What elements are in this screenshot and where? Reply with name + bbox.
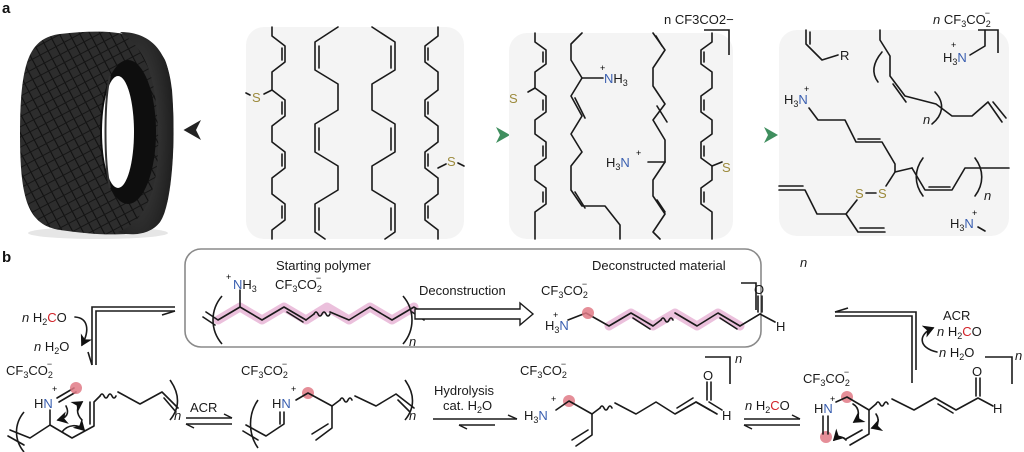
left-equilibrium: n H2CO n H2O [22, 306, 176, 366]
formaldehyde-equilibrium-arrow [743, 414, 801, 430]
counterion-label: CF3CO2− [6, 359, 53, 380]
sulfur-label: S [855, 186, 864, 201]
starting-polymer-title: Starting polymer [276, 258, 371, 273]
acr-equilibrium-arrow [185, 413, 233, 429]
hydrolysis-label: Hydrolysis [434, 383, 494, 398]
intermediate-iminium-2: CF3CO2− HN + n [241, 359, 416, 449]
sulfur-label: S [509, 91, 518, 106]
hydrolysis-equilibrium-arrow [433, 414, 518, 430]
sulfur-label: S [447, 154, 456, 169]
catalyst-label: cat. H2O [443, 398, 492, 415]
repeat-n: n [800, 255, 807, 270]
iminium-label: HN [814, 401, 833, 416]
repeat-n: n [174, 408, 181, 423]
counterion-label: CF3CO2− [541, 279, 588, 300]
repeat-n: n [1015, 348, 1022, 363]
sulfur-label: S [878, 186, 887, 201]
plus-charge: + [291, 384, 296, 394]
plus-charge: + [636, 148, 641, 158]
ammonium-label-1: NH3 [604, 71, 628, 88]
hydrogen-label: H [993, 401, 1002, 416]
repeat-n: n [409, 334, 416, 349]
water-reagent: n H2O [939, 345, 974, 362]
plus-charge: + [600, 63, 605, 73]
intermediate-iminium-3: CF3CO2− HN + O H n [803, 348, 1022, 446]
formaldehyde-reagent: n H2CO [22, 310, 67, 327]
plus-charge: + [226, 272, 231, 282]
summary-box [184, 248, 762, 348]
ammonium-label: H3N [943, 50, 967, 67]
polymer-box-1: S S [245, 26, 465, 240]
plus-charge: + [553, 310, 558, 320]
intermediate-iminium-1: CF3CO2− HN + n [6, 359, 181, 452]
iminium-label: HN [34, 396, 53, 411]
plus-charge: + [804, 84, 809, 94]
oxygen-label: O [972, 364, 982, 379]
ammonium-label: NH3 [233, 277, 257, 294]
oxygen-label: O [754, 282, 764, 297]
deconstruction-arrow [414, 301, 535, 327]
aldehyde-group: O H n [739, 255, 807, 334]
plus-charge: + [551, 394, 556, 404]
repeat-n: n [923, 112, 930, 127]
counterion-label: n CF3CO2− [664, 12, 734, 27]
ammonium-label: H3N [545, 318, 569, 335]
panel-letter-b: b [2, 249, 11, 266]
repeat-n: n [984, 188, 991, 203]
water-product: n H2O [34, 339, 69, 356]
ammonium-label: H3N [524, 408, 548, 425]
r-group-label: R [840, 48, 849, 63]
starting-polymer-structure: n NH3 + CF3CO2− [202, 272, 427, 349]
repeat-n: n [735, 351, 742, 366]
counterion-label: CF3CO2− [803, 367, 850, 388]
deconstruction-label: Deconstruction [419, 283, 506, 298]
plus-charge: + [951, 40, 956, 50]
polymer-box-2: n CF3CO2− S NH3 + H3N + S [509, 12, 734, 240]
acr-label: ACR [943, 308, 970, 323]
hydrogen-label: H [776, 319, 785, 334]
ammonium-label: H3N [784, 92, 808, 109]
deconstructed-material-title: Deconstructed material [592, 258, 726, 273]
plus-charge: + [972, 208, 977, 218]
repeat-n: n [409, 408, 416, 423]
ammonium-label-2: H3N [606, 155, 630, 172]
acr-label: ACR [190, 400, 217, 415]
hydrogen-label: H [722, 408, 731, 423]
counterion-label: CF3CO2− [241, 359, 288, 380]
tire-image [20, 31, 174, 239]
counterion-label: n CF3CO2− [933, 8, 991, 29]
deconstructed-material-structure: CF3CO2− H3N + [541, 279, 761, 335]
sulfur-label: S [722, 160, 731, 175]
ammonium-label: H3N [950, 216, 974, 233]
amine-aldehyde-product: CF3CO2− H3N + O H n [520, 351, 742, 447]
panel-letter-a: a [2, 0, 11, 17]
right-equilibrium: ACR n H2CO n H2O [834, 307, 982, 383]
formaldehyde-product: n H2CO [937, 324, 982, 341]
counterion-label: CF3CO2− [520, 359, 567, 380]
sulfur-label: S [252, 90, 261, 105]
formaldehyde-reagent: n H2CO [745, 398, 790, 415]
plus-charge: + [52, 384, 57, 394]
plus-charge: + [830, 394, 835, 404]
counterion-label: CF3CO2− [275, 273, 322, 294]
oxygen-label: O [703, 368, 713, 383]
iminium-label: HN [272, 396, 291, 411]
polymer-box-3: n CF3CO2− R H3N + n H3N + n S S H3N + [778, 8, 1010, 236]
